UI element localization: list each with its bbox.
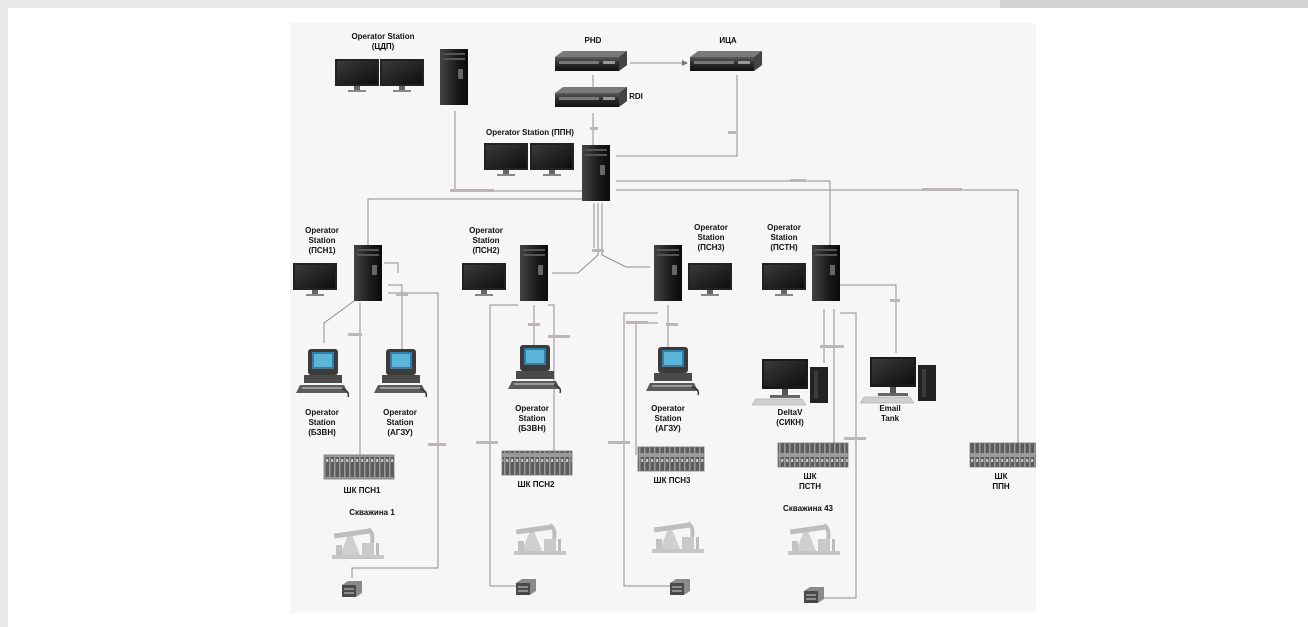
label-os-agzu1-1: Operator xyxy=(383,408,417,417)
label-os-bzvn2-3: (БЗВН) xyxy=(518,424,546,433)
plc-shk-psn2 xyxy=(501,450,573,476)
label-os-psn2-2: Station xyxy=(472,236,499,245)
label-ica: ИЦА xyxy=(719,36,737,45)
label-shk-psn1: ШК ПСН1 xyxy=(344,486,381,495)
label-well-43: Скважина 43 xyxy=(783,504,834,513)
link-psn1-ws1 xyxy=(323,300,355,343)
diagram-canvas: Operator Station (ЦДП) PHD ИЦА RDI Opera… xyxy=(293,32,1036,603)
link-psn2-shk xyxy=(548,304,555,453)
label-rdi: RDI xyxy=(629,92,643,101)
link-ppn-psn2 xyxy=(552,203,599,274)
label-os-psn1-2: Station xyxy=(308,236,335,245)
link-psn1-field xyxy=(351,292,439,578)
link-ica-ppn xyxy=(616,75,738,157)
label-os-bzvn2-1: Operator xyxy=(515,404,549,413)
plc-shk-psn3 xyxy=(637,446,705,472)
label-deltav-2: (СИКН) xyxy=(776,418,804,427)
label-os-pstn-3: (ПСТН) xyxy=(770,243,798,252)
operator-station-psn1 xyxy=(293,245,382,301)
desktop-deltav xyxy=(751,358,829,406)
label-phd: PHD xyxy=(585,36,602,45)
label-os-psn2-3: (ПСН2) xyxy=(472,246,499,255)
plc-shk-psn1 xyxy=(323,454,395,480)
plc-shk-ppn xyxy=(969,442,1036,468)
label-os-cdp-1: Operator Station xyxy=(351,32,414,41)
workstation-bzvn2 xyxy=(507,344,562,394)
label-shk-psn3: ШК ПСН3 xyxy=(654,476,691,485)
field-device-4 xyxy=(804,587,824,603)
workstation-bzvn1 xyxy=(295,348,350,398)
label-well-1: Скважина 1 xyxy=(349,508,395,517)
label-shk-pstn-2: ПСТН xyxy=(799,482,821,491)
link-ppn-psn3 xyxy=(601,203,650,268)
plc-shk-pstn xyxy=(777,442,849,468)
link-psn2-field xyxy=(489,304,518,587)
link-psn3-field xyxy=(623,312,678,587)
pumpjack-psn3 xyxy=(650,520,706,555)
label-os-agzu1-2: Station xyxy=(386,418,413,427)
label-os-pstn-1: Operator xyxy=(767,223,801,232)
label-os-agzu2-2: Station xyxy=(654,414,681,423)
label-os-psn3-1: Operator xyxy=(694,223,728,232)
label-os-bzvn1-1: Operator xyxy=(305,408,339,417)
link-pstn-email xyxy=(840,284,897,353)
field-device-2 xyxy=(516,579,536,595)
server-rdi xyxy=(555,87,627,107)
label-os-agzu2-3: (АГЗУ) xyxy=(655,424,681,433)
label-os-bzvn1-2: Station xyxy=(308,418,335,427)
label-deltav-1: DeltaV xyxy=(778,408,804,417)
label-os-agzu2-1: Operator xyxy=(651,404,685,413)
labels: Operator Station (ЦДП) PHD ИЦА RDI Opera… xyxy=(305,32,1010,517)
link-ppn-psn1-a xyxy=(367,198,586,255)
label-shk-pstn-1: ШК xyxy=(804,472,817,481)
workstation-agzu1 xyxy=(373,348,428,398)
top-frame xyxy=(0,0,1308,8)
field-device-3 xyxy=(670,579,690,595)
network-diagram: Operator Station (ЦДП) PHD ИЦА RDI Opera… xyxy=(290,23,1036,613)
label-email-tank-2: Tank xyxy=(881,414,900,423)
label-os-ppn: Operator Station (ППН) xyxy=(486,128,574,137)
pumpjack-psn2 xyxy=(512,522,568,557)
label-os-psn3-3: (ПСН3) xyxy=(697,243,724,252)
label-shk-ppn-1: ШК xyxy=(995,472,1008,481)
link-psn1-top xyxy=(384,262,399,273)
label-os-psn3-2: Station xyxy=(697,233,724,242)
pumpjack-well-1 xyxy=(330,526,386,561)
label-shk-ppn-2: ППН xyxy=(992,482,1010,491)
operator-station-pstn xyxy=(762,245,840,301)
operator-station-psn3 xyxy=(654,245,732,301)
operator-station-cdp xyxy=(335,49,468,105)
desktop-email-tank xyxy=(859,356,937,404)
operator-station-ppn xyxy=(484,143,610,201)
label-os-psn1-1: Operator xyxy=(305,226,339,235)
workstation-agzu2 xyxy=(645,346,700,396)
link-psn1-ws2 xyxy=(388,284,403,349)
server-phd xyxy=(555,51,627,71)
field-device-1 xyxy=(342,581,362,597)
label-email-tank-1: Email xyxy=(879,404,900,413)
server-ica xyxy=(690,51,762,71)
label-os-bzvn1-3: (БЗВН) xyxy=(308,428,336,437)
top-frame-right xyxy=(1000,0,1308,8)
label-shk-psn2: ШК ПСН2 xyxy=(518,480,555,489)
label-os-cdp-2: (ЦДП) xyxy=(372,42,395,51)
label-os-pstn-2: Station xyxy=(770,233,797,242)
label-os-agzu1-3: (АГЗУ) xyxy=(387,428,413,437)
wire-annotations xyxy=(348,127,962,446)
network-links xyxy=(323,60,1019,599)
pumpjack-well-43 xyxy=(786,522,842,557)
label-os-bzvn2-2: Station xyxy=(518,414,545,423)
label-os-psn1-3: (ПСН1) xyxy=(308,246,335,255)
link-pstn-field xyxy=(820,312,857,599)
label-os-psn2-1: Operator xyxy=(469,226,503,235)
